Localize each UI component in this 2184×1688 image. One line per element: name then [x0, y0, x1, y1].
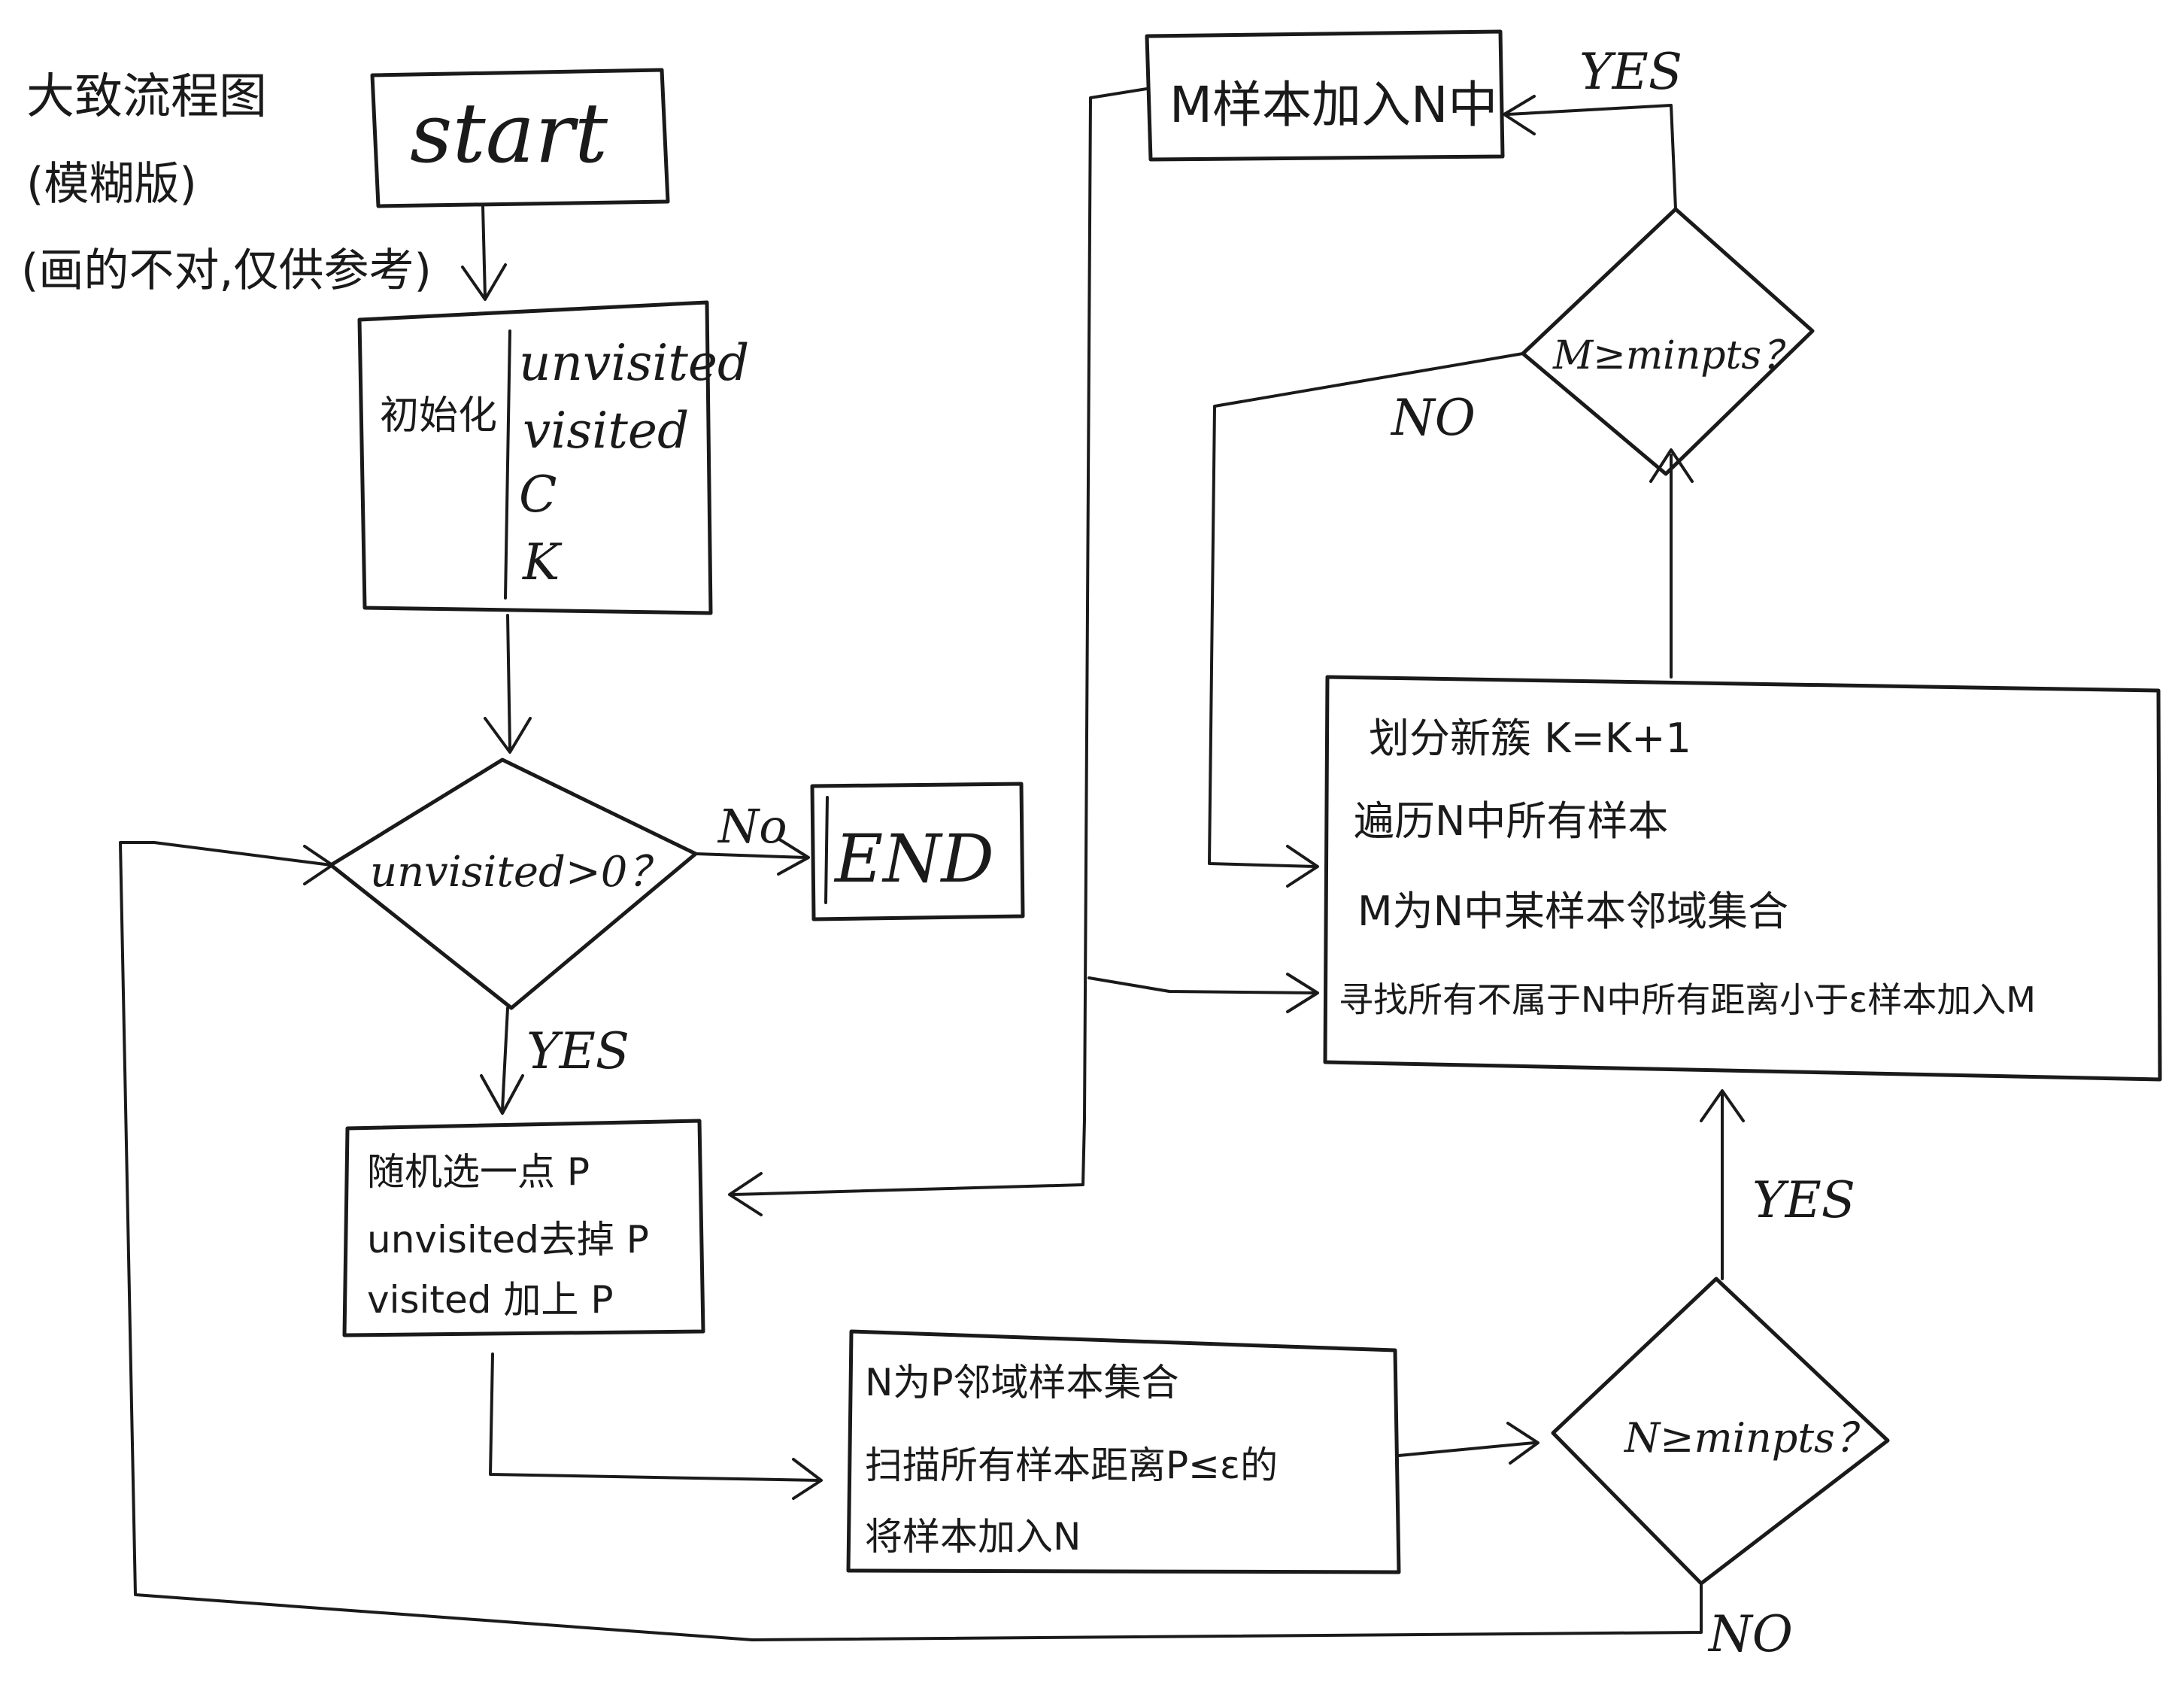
new-cluster-line1: 划分新簇 K=K+1 — [1369, 715, 1691, 762]
edge-label-yes-m: YES — [1579, 43, 1682, 101]
new-cluster-line4: 寻找所有不属于N中所有距离小于ε样本加入M — [1339, 979, 2036, 1020]
start-label: start — [410, 85, 608, 181]
new-cluster-box — [1323, 675, 2162, 1082]
init-divider — [504, 329, 511, 600]
arrow-no-m — [1208, 352, 1524, 868]
title-note-line2: (模糊版) — [26, 158, 197, 211]
arrow-init-decision-head — [484, 717, 532, 754]
init-item-k: K — [522, 533, 563, 591]
start-box — [370, 68, 670, 208]
arrow-m-into-n-pick-head — [728, 1172, 763, 1216]
edge-label-no-m: NO — [1390, 389, 1476, 447]
title-note-line1: 大致流程图 — [26, 69, 267, 125]
arrow-no-m-head — [1286, 845, 1319, 888]
m-into-n-box — [1145, 29, 1505, 162]
neighborhood-line3: 将样本加入N — [865, 1515, 1081, 1559]
new-cluster-line3: M为N中某样本邻域集合 — [1357, 888, 1788, 935]
arrow-init-decision — [506, 614, 511, 750]
end-box-inner-line — [824, 796, 829, 904]
pick-point-line2: unvisited去掉 P — [367, 1218, 649, 1261]
decision-m-diamond — [1521, 207, 1815, 476]
init-item-unvisited: unvisited — [519, 334, 749, 392]
arrow-pick-neighborhood — [489, 1353, 821, 1482]
neighborhood-box — [846, 1329, 1401, 1574]
arrow-cluster-decision-m-head — [1649, 448, 1694, 483]
edge-label-no-loop: NO — [1707, 1605, 1793, 1663]
decision-m-node: M≥minpts？ — [1521, 207, 1815, 476]
m-into-n-label: M样本加入N中 — [1169, 76, 1497, 134]
decision-n-label: N≥minpts？ — [1623, 1414, 1876, 1462]
pick-point-line1: 随机选一点 P — [367, 1150, 590, 1194]
neighborhood-line2: 扫描所有样本距离P≤ε的 — [865, 1444, 1278, 1487]
arrow-start-init — [481, 205, 487, 299]
arrow-start-init-head — [461, 263, 507, 301]
arrow-no-end — [694, 852, 808, 859]
edge-label-yes-cluster: YES — [1752, 1171, 1855, 1229]
init-label: 初始化 — [380, 393, 497, 439]
arrow-neighborhood-decision — [1397, 1441, 1536, 1457]
arrow-pick-neighborhood-head — [792, 1458, 823, 1500]
decision-unvisited-node: unvisited>0？ — [329, 757, 698, 1010]
arrow-neighborhood-decision-head — [1506, 1422, 1539, 1465]
arrow-yes-pick-head — [480, 1074, 524, 1115]
decision-unvisited-label: unvisited>0？ — [370, 848, 669, 897]
new-cluster-node: 划分新簇 K=K+1 遍历N中所有样本 M为N中某样本邻域集合 寻找所有不属于N… — [1323, 675, 2162, 1082]
init-item-c: C — [519, 466, 557, 524]
edge-label-no-end: No — [717, 799, 787, 854]
end-label: END — [833, 820, 994, 897]
arrow-no-loop — [119, 841, 1703, 1641]
arrow-yes-pick — [501, 1006, 509, 1111]
arrow-yes-m — [1506, 104, 1677, 211]
pick-point-line3: visited 加上 P — [367, 1278, 613, 1322]
decision-unvisited-diamond — [329, 757, 698, 1010]
end-node: END — [810, 782, 1025, 921]
title-note: 大致流程图 (模糊版) (画的不对,仅供参考) — [21, 69, 432, 297]
title-note-line3: (画的不对,仅供参考) — [21, 244, 432, 297]
pick-point-box — [342, 1119, 705, 1337]
new-cluster-line2: 遍历N中所有样本 — [1354, 797, 1668, 845]
arrow-yes-cluster-head — [1700, 1089, 1745, 1122]
decision-n-node: N≥minpts？ — [1551, 1277, 1890, 1586]
neighborhood-line1: N为P邻域样本集合 — [865, 1361, 1179, 1404]
init-node: 初始化 unvisited visited C K — [357, 300, 749, 615]
init-item-visited: visited — [523, 402, 689, 460]
arrow-branch-cluster — [1087, 976, 1318, 994]
neighborhood-node: N为P邻域样本集合 扫描所有样本距离P≤ε的 将样本加入N — [846, 1329, 1401, 1574]
arrow-m-into-n-pick — [732, 87, 1148, 1196]
arrow-no-end-head — [777, 837, 810, 876]
start-node: start — [370, 68, 670, 208]
end-box — [810, 782, 1025, 921]
arrow-branch-cluster-head — [1286, 973, 1319, 1013]
init-box — [357, 300, 713, 615]
decision-m-label: M≥minpts？ — [1552, 333, 1800, 378]
m-into-n-node: M样本加入N中 — [1145, 29, 1505, 162]
arrow-yes-m-head — [1503, 95, 1536, 135]
pick-point-node: 随机选一点 P unvisited去掉 P visited 加上 P — [342, 1119, 705, 1337]
edge-label-yes-pick: YES — [526, 1022, 629, 1080]
arrow-no-loop-head — [303, 845, 334, 885]
